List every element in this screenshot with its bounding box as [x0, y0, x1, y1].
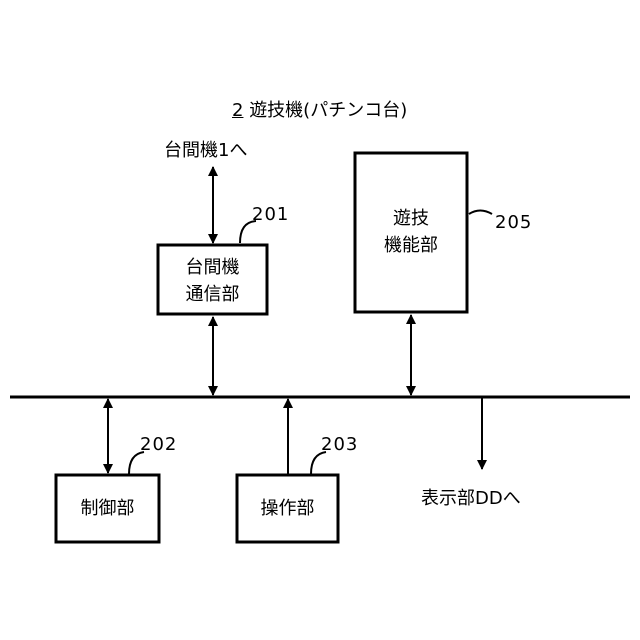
ref-203: 203: [321, 434, 358, 455]
ref-202: 202: [140, 434, 177, 455]
ref-205: 205: [495, 212, 532, 233]
title-number: 2: [232, 100, 243, 121]
control-block-label: 制御部: [56, 495, 159, 522]
leader-205: [469, 211, 492, 215]
game-block-line2: 機能部: [355, 232, 467, 259]
comm-block-line2: 通信部: [158, 281, 267, 308]
label-to-interstand: 台間機1へ: [164, 136, 247, 162]
operation-block-label: 操作部: [237, 495, 338, 522]
game-block-line1: 遊技: [355, 205, 467, 232]
comm-block-label: 台間機 通信部: [158, 254, 267, 308]
label-to-display: 表示部DDへ: [421, 484, 521, 510]
leader-203: [311, 452, 326, 474]
comm-block-line1: 台間機: [158, 254, 267, 281]
title-text: 遊技機(パチンコ台): [249, 100, 407, 121]
game-block-label: 遊技 機能部: [355, 205, 467, 259]
leader-202: [129, 452, 144, 474]
ref-201: 201: [252, 204, 289, 225]
diagram-title: 2 遊技機(パチンコ台): [232, 96, 407, 122]
